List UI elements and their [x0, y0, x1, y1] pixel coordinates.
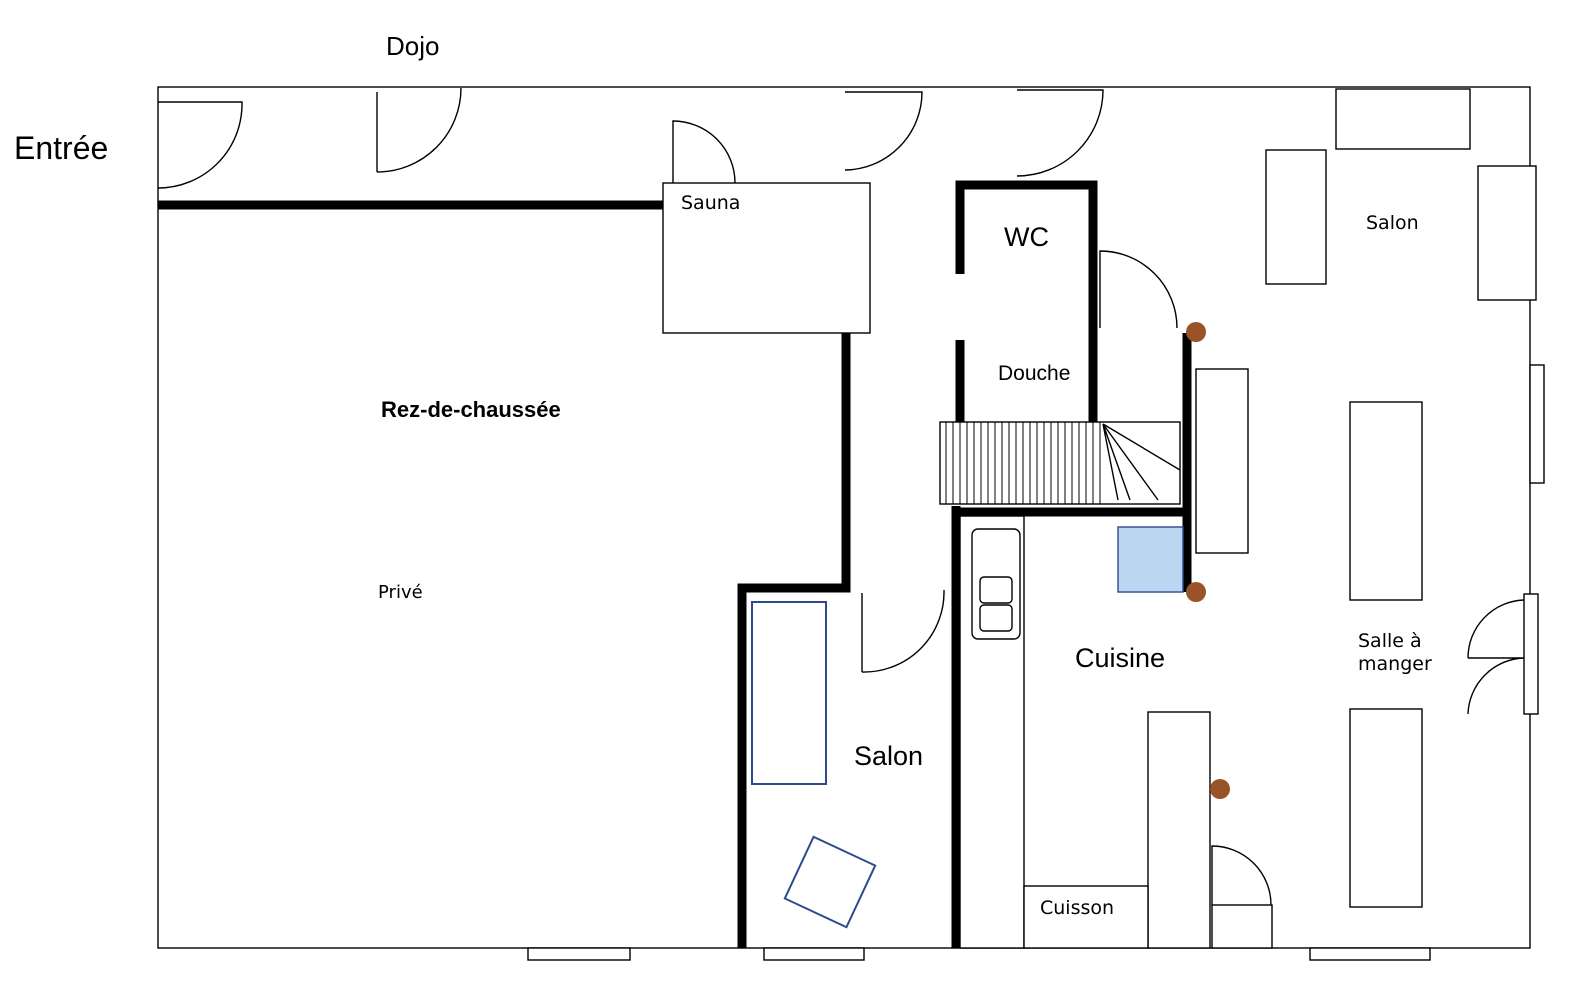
- door-arc: [1467, 599, 1525, 715]
- post: [1186, 322, 1206, 342]
- window: [527, 947, 631, 961]
- door-arc: [1099, 250, 1178, 329]
- label-salon-middle: Salon: [854, 741, 923, 771]
- label-sauna: Sauna: [681, 192, 740, 214]
- sink-bowl: [979, 604, 1013, 632]
- armchair: [783, 835, 877, 929]
- post: [1186, 582, 1206, 602]
- post: [1210, 779, 1230, 799]
- furniture: [1195, 368, 1249, 554]
- door-arc: [844, 91, 923, 171]
- furniture: [1477, 165, 1537, 301]
- label-dojo: Dojo: [386, 31, 439, 61]
- wall: [955, 180, 1098, 422]
- label-salle-line1: Salle à: [1358, 630, 1422, 652]
- sink-bowl: [979, 576, 1013, 604]
- blue-square: [1117, 526, 1184, 593]
- stair-treads: [945, 422, 1101, 504]
- label-cuisine: Cuisine: [1075, 643, 1165, 673]
- door-arc: [672, 120, 736, 184]
- furniture: [1265, 149, 1327, 285]
- wall: [737, 333, 851, 948]
- door-frame: [1523, 593, 1539, 715]
- label-wc: WC: [1004, 222, 1049, 252]
- furniture: [1211, 904, 1273, 949]
- furniture: [1335, 88, 1471, 150]
- door-arc: [376, 87, 462, 173]
- stair-turn: [1102, 423, 1181, 501]
- label-rez-de-chaussee: Rez-de-chaussée: [381, 397, 561, 422]
- sofa: [751, 601, 827, 785]
- label-salle-line2: manger: [1358, 653, 1432, 675]
- door-arc: [861, 589, 945, 673]
- door-arc: [1016, 89, 1104, 177]
- label-cuisson: Cuisson: [1040, 897, 1114, 919]
- label-douche: Douche: [998, 362, 1070, 385]
- door-arc: [1211, 845, 1272, 906]
- cooking-area: [1023, 885, 1149, 949]
- label-salon-top: Salon: [1366, 212, 1419, 234]
- sauna-room: [662, 182, 871, 334]
- dining-table: [1349, 708, 1423, 908]
- kitchen-island: [1147, 711, 1211, 949]
- window: [1309, 947, 1431, 961]
- door-arc: [157, 101, 243, 189]
- window: [1529, 364, 1545, 484]
- window: [763, 947, 865, 961]
- stairs: [939, 421, 1181, 505]
- label-entree: Entrée: [14, 130, 108, 166]
- dining-table: [1349, 401, 1423, 601]
- label-prive: Privé: [378, 582, 423, 603]
